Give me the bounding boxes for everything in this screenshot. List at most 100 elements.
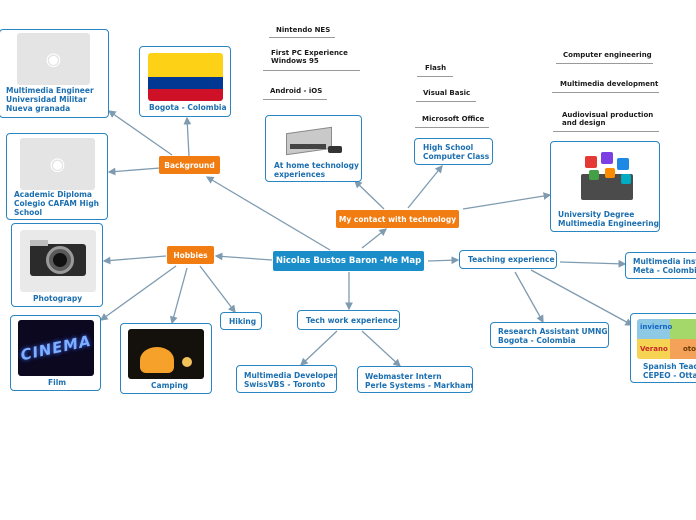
spanish-line-2: CEPEO - Otta: [643, 371, 696, 380]
high-school-line-2: Computer Class: [423, 152, 490, 161]
camera-icon: ◉: [49, 153, 66, 175]
branch-teaching[interactable]: Teaching experience: [459, 250, 557, 269]
link-center-tech: [361, 228, 388, 249]
link-teach-spanish: [530, 269, 634, 326]
engineer-line-1: Multimedia Engineer: [6, 86, 94, 95]
home-tech-line-1: At home technology: [274, 161, 359, 170]
multimedia-development[interactable]: Multimedia development: [560, 80, 659, 88]
branch-tech-contact[interactable]: My contact with technology: [336, 210, 459, 228]
underline: [552, 92, 659, 93]
underline: [416, 101, 476, 102]
link-tech-hs: [407, 164, 443, 209]
film-label: Film: [48, 378, 67, 387]
underline: [263, 99, 327, 100]
engineer-line-3: Nueva granada: [6, 104, 71, 113]
research-line-2: Bogota - Colombia: [498, 336, 576, 345]
seasons-image: invierno Verano oto: [637, 319, 696, 359]
node-camping[interactable]: Camping: [120, 323, 212, 394]
link-bg-flag: [183, 116, 192, 157]
first-pc-line-2[interactable]: Windows 95: [271, 57, 319, 65]
flash[interactable]: Flash: [425, 64, 447, 72]
underline: [415, 127, 489, 128]
node-photography[interactable]: Photograpy: [11, 223, 103, 307]
node-swissvbs[interactable]: Multimedia Developer SwissVBS - Toronto: [236, 365, 337, 393]
photography-label: Photograpy: [33, 294, 83, 303]
cinema-sign-text: CINEMA: [18, 331, 94, 365]
tech-work-label: Tech work experience: [306, 316, 398, 325]
colombia-flag-image: [148, 53, 223, 101]
link-bg-engineer: [107, 110, 173, 156]
home-tech-line-2: experiences: [274, 170, 326, 179]
link-hob-photo: [102, 255, 167, 265]
high-school-line-1: High School: [423, 143, 474, 152]
microsoft-office[interactable]: Microsoft Office: [422, 115, 485, 123]
image-placeholder: ◉: [20, 138, 95, 190]
link-center-hobbies: [214, 252, 273, 261]
media-icons-image: [571, 148, 643, 208]
node-spanish-teacher[interactable]: invierno Verano oto Spanish Teach CEPEO …: [630, 313, 696, 383]
link-bg-school: [107, 167, 161, 176]
branch-hobbies[interactable]: Hobbies: [167, 246, 214, 264]
link-hob-film: [99, 265, 177, 321]
instructor-line-2: Meta - Colombia: [633, 266, 696, 275]
image-placeholder: ◉: [17, 33, 90, 85]
diploma-line-1: Academic Diploma: [14, 190, 92, 199]
node-high-school[interactable]: High School Computer Class: [414, 138, 493, 165]
android-ios[interactable]: Android - iOS: [270, 87, 323, 95]
node-hiking[interactable]: Hiking: [220, 312, 262, 330]
link-teach-instr: [559, 259, 627, 268]
otono-text: oto: [683, 345, 696, 353]
hiking-label: Hiking: [229, 317, 257, 326]
diploma-line-3: School: [14, 208, 43, 217]
underline: [269, 37, 335, 38]
invierno-text: invierno: [640, 323, 673, 331]
instructor-line-1: Multimedia instr: [633, 257, 696, 266]
node-home-tech[interactable]: At home technology experiences: [265, 115, 362, 182]
underline: [556, 63, 653, 64]
link-tech-home: [354, 180, 385, 210]
link-hob-hiking: [199, 265, 236, 314]
node-multimedia-instructor[interactable]: Multimedia instr Meta - Colombia: [625, 252, 696, 279]
link-center-teaching: [427, 256, 460, 265]
engineer-line-2: Universidad Militar: [6, 95, 87, 104]
flag-caption: Bogota - Colombia: [149, 103, 227, 112]
teaching-label: Teaching experience: [468, 255, 555, 264]
perle-line-1: Webmaster Intern: [365, 372, 442, 381]
central-topic[interactable]: Nicolas Bustos Baron -Me Map: [273, 251, 424, 271]
camping-label: Camping: [151, 381, 189, 390]
node-research-assistant[interactable]: Research Assistant UMNG Bogota - Colombi…: [490, 322, 609, 348]
node-university-degree[interactable]: University Degree Multimedia Engineering: [550, 141, 660, 232]
underline: [417, 76, 453, 77]
underline: [553, 131, 659, 132]
visual-basic[interactable]: Visual Basic: [423, 89, 471, 97]
spanish-line-1: Spanish Teach: [643, 362, 696, 371]
first-pc-line-1[interactable]: First PC Experience: [271, 49, 348, 57]
nintendo-nes[interactable]: Nintendo NES: [276, 26, 331, 34]
link-work-perle: [361, 330, 401, 367]
link-teach-research: [514, 271, 544, 324]
computer-engineering[interactable]: Computer engineering: [563, 51, 652, 59]
camera-photo-image: [20, 230, 96, 292]
audiovisual-line-2[interactable]: and design: [562, 119, 606, 127]
diploma-line-2: Colegio CAFAM High: [14, 199, 100, 208]
verano-text: Verano: [640, 345, 668, 353]
node-multimedia-engineer[interactable]: ◉ Multimedia Engineer Universidad Milita…: [0, 29, 109, 118]
camping-tent-image: [128, 329, 204, 379]
audiovisual-line-1[interactable]: Audiovisual production: [562, 111, 654, 119]
link-work-swiss: [300, 330, 338, 366]
node-academic-diploma[interactable]: ◉ Academic Diploma Colegio CAFAM High Sc…: [6, 133, 108, 220]
branch-tech-work[interactable]: Tech work experience: [297, 310, 400, 330]
node-film[interactable]: CINEMA Film: [10, 315, 101, 391]
link-hob-camping: [169, 267, 188, 325]
research-line-1: Research Assistant UMNG: [498, 327, 608, 336]
university-line-1: University Degree: [558, 210, 635, 219]
perle-line-2: Perle Systems - Markham: [365, 381, 474, 390]
swiss-line-1: Multimedia Developer: [244, 371, 338, 380]
underline: [263, 70, 360, 71]
node-bogota-flag[interactable]: Bogota - Colombia: [139, 46, 231, 117]
camera-icon: ◉: [45, 48, 62, 70]
node-perle[interactable]: Webmaster Intern Perle Systems - Markham: [357, 366, 473, 393]
branch-background[interactable]: Background: [159, 156, 220, 174]
link-center-background: [205, 176, 331, 251]
